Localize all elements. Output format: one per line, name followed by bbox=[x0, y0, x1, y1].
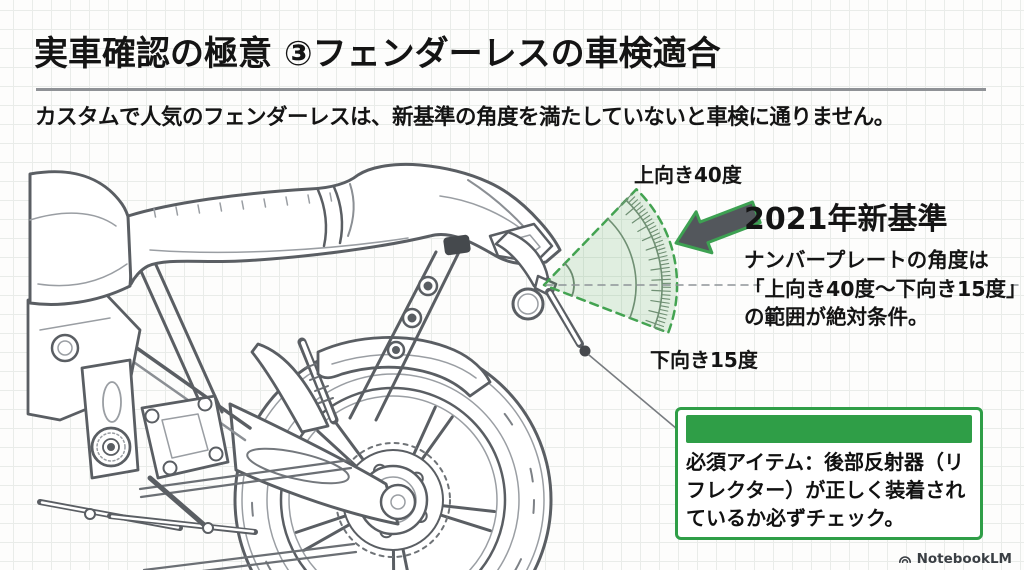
callout-header-bar bbox=[686, 415, 972, 443]
lower-angle-label: 下向き15度 bbox=[650, 348, 758, 372]
license-plate-illustration bbox=[545, 288, 678, 430]
notebooklm-branding: NotebookLM bbox=[897, 551, 1012, 567]
notebooklm-label: NotebookLM bbox=[916, 551, 1012, 567]
upper-angle-label: 上向き40度 bbox=[634, 163, 742, 187]
callout-box: 必須アイテム：後部反射器（リフレクター）が正しく装着されているか必ずチェック。 bbox=[675, 407, 983, 540]
pointer-arrow bbox=[674, 200, 762, 255]
chain-illustration bbox=[138, 458, 358, 570]
protractor-ticks bbox=[618, 193, 672, 331]
seat-and-tail-illustration bbox=[126, 162, 562, 286]
page-title: 実車確認の極意 ③フェンダーレスの車検適合 bbox=[34, 34, 721, 74]
annotation-line: 「上向き40度〜下向き15度」 bbox=[744, 276, 1024, 301]
plate-bottom-dot bbox=[579, 345, 591, 357]
annotation-heading: 2021年新基準 bbox=[744, 202, 948, 237]
notebooklm-icon bbox=[898, 556, 911, 563]
callout-leader-line bbox=[588, 354, 678, 430]
annotation-line: ナンバープレートの角度は bbox=[744, 248, 989, 272]
page-subtitle: カスタムで人気のフェンダーレスは、新基準の角度を満たしていないと車検に通りません… bbox=[35, 105, 895, 130]
angle-protractor-fan bbox=[542, 188, 1024, 334]
annotation-line: の範囲が絶対条件。 bbox=[744, 305, 929, 330]
annotation-body: ナンバープレートの角度は 「上向き40度〜下向き15度」 の範囲が絶対条件。 bbox=[744, 246, 1024, 332]
subframe-illustration bbox=[348, 248, 462, 422]
shock-and-fender-illustration bbox=[250, 336, 492, 434]
seat-stitches bbox=[153, 192, 333, 218]
annotation-block: 2021年新基準 ナンバープレートの角度は 「上向き40度〜下向き15度」 の範… bbox=[744, 203, 1024, 332]
frame-and-footpeg-illustration bbox=[26, 254, 258, 535]
callout-text: 必須アイテム：後部反射器（リフレクター）が正しく装着されているか必ずチェック。 bbox=[686, 450, 966, 531]
taillight-and-reflector-illustration bbox=[488, 222, 558, 321]
fuel-tank-illustration bbox=[28, 170, 135, 306]
title-underline bbox=[36, 88, 986, 91]
